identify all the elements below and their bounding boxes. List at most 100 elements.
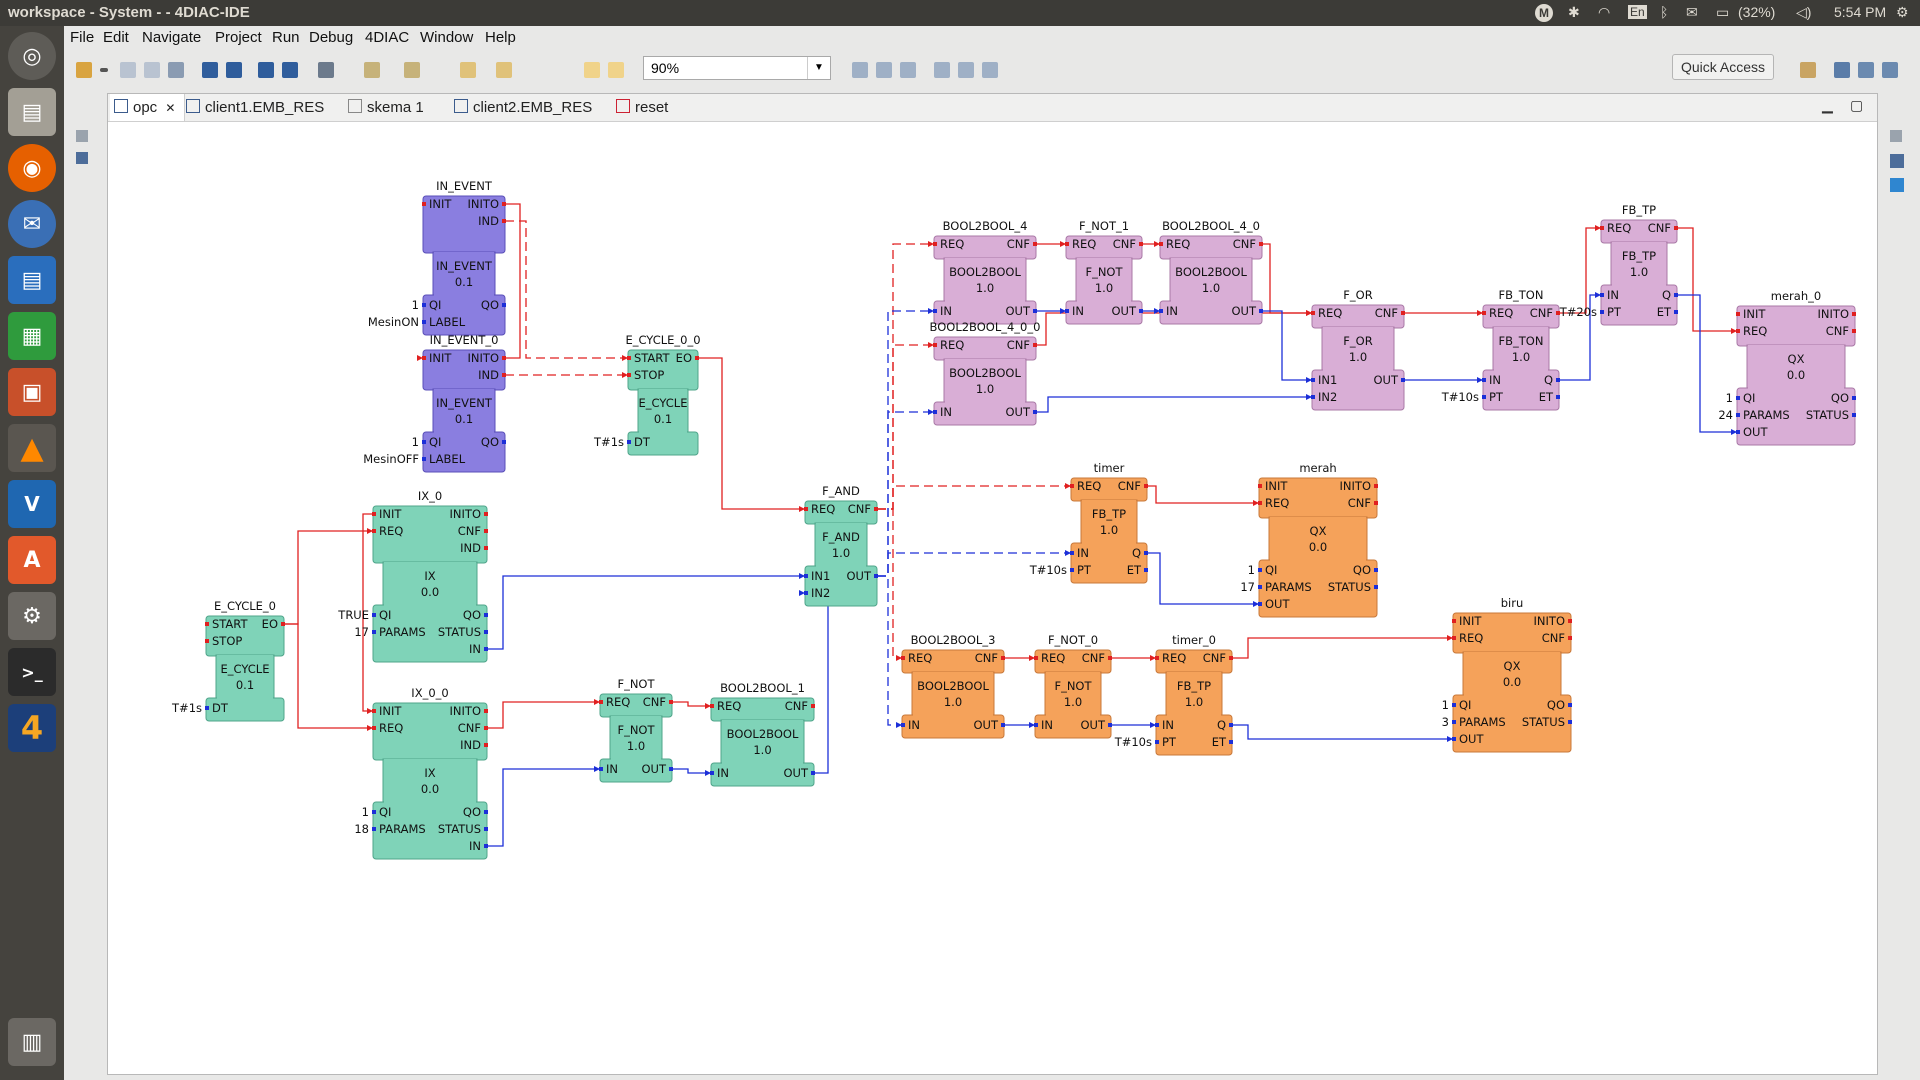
event-input-port[interactable] xyxy=(1065,242,1069,246)
data-input-port[interactable] xyxy=(372,827,376,831)
connection-wire[interactable] xyxy=(805,592,829,774)
undo-icon[interactable] xyxy=(584,62,600,78)
event-input-port[interactable] xyxy=(422,202,426,206)
event-input-port[interactable] xyxy=(599,700,603,704)
event-input-port[interactable] xyxy=(1600,226,1604,230)
event-output-port[interactable] xyxy=(1001,656,1005,660)
keyboard-layout-indicator[interactable]: En xyxy=(1628,5,1647,19)
event-output-port[interactable] xyxy=(484,726,488,730)
event-output-port[interactable] xyxy=(1108,656,1112,660)
new-icon[interactable] xyxy=(76,62,92,78)
back-icon[interactable] xyxy=(460,62,476,78)
event-input-port[interactable] xyxy=(901,656,905,660)
fb-merah-0[interactable]: merah_0QX0.0INITREQINITOCNFQI1PARAMS24OU… xyxy=(1718,289,1856,446)
connection-wire[interactable] xyxy=(1147,485,1259,504)
event-input-port[interactable] xyxy=(1155,656,1159,660)
mail-icon[interactable]: ✉ xyxy=(1686,4,1698,20)
align-center-icon[interactable] xyxy=(876,62,892,78)
connection-wire[interactable] xyxy=(877,310,934,577)
data-output-port[interactable] xyxy=(1259,309,1263,313)
event-input-port[interactable] xyxy=(933,343,937,347)
data-input-port[interactable] xyxy=(422,303,426,307)
event-output-port[interactable] xyxy=(1259,242,1263,246)
minimize-icon[interactable]: ▁ xyxy=(1822,98,1833,114)
event-output-port[interactable] xyxy=(502,202,506,206)
event-output-port[interactable] xyxy=(484,709,488,713)
data-output-port[interactable] xyxy=(484,613,488,617)
connection-wire[interactable] xyxy=(1677,294,1737,433)
data-output-port[interactable] xyxy=(1144,551,1148,555)
connection-wire[interactable] xyxy=(877,344,934,510)
event-input-port[interactable] xyxy=(710,704,714,708)
match-width-icon[interactable] xyxy=(958,62,974,78)
connection-wire[interactable] xyxy=(698,357,805,510)
data-output-port[interactable] xyxy=(1568,703,1572,707)
impress-icon[interactable]: ▣ xyxy=(8,368,56,416)
data-input-port[interactable] xyxy=(1311,395,1315,399)
connection-wire[interactable] xyxy=(877,243,934,510)
event-input-port[interactable] xyxy=(205,622,209,626)
vlc-icon[interactable]: ▲ xyxy=(8,424,56,472)
writer-icon[interactable]: ▤ xyxy=(8,256,56,304)
connection-wire[interactable] xyxy=(1262,310,1312,381)
data-input-port[interactable] xyxy=(422,457,426,461)
data-input-port[interactable] xyxy=(1258,602,1262,606)
chevron-down-icon[interactable]: ▼ xyxy=(807,57,830,79)
data-input-port[interactable] xyxy=(372,810,376,814)
calc-icon[interactable]: ▦ xyxy=(8,312,56,360)
open-perspective-icon[interactable] xyxy=(1800,62,1816,78)
data-output-port[interactable] xyxy=(1852,396,1856,400)
bluetooth-icon[interactable]: ᛒ xyxy=(1660,4,1669,20)
data-input-port[interactable] xyxy=(1736,430,1740,434)
search-icon[interactable] xyxy=(318,62,334,78)
event-output-port[interactable] xyxy=(502,373,506,377)
menu-edit[interactable]: Edit xyxy=(103,29,129,46)
data-input-port[interactable] xyxy=(1070,568,1074,572)
event-output-port[interactable] xyxy=(811,704,815,708)
close-icon[interactable]: ✕ xyxy=(165,101,176,115)
terminal-icon[interactable]: >_ xyxy=(8,648,56,696)
data-output-port[interactable] xyxy=(484,647,488,651)
event-output-port[interactable] xyxy=(1556,311,1560,315)
connection-wire[interactable] xyxy=(1232,724,1453,740)
menu-file[interactable]: File xyxy=(70,29,95,46)
data-input-port[interactable] xyxy=(933,309,937,313)
data-output-port[interactable] xyxy=(1033,309,1037,313)
event-input-port[interactable] xyxy=(804,507,808,511)
data-input-port[interactable] xyxy=(205,706,209,710)
event-output-port[interactable] xyxy=(502,356,506,360)
fb-ix-0-0[interactable]: IX_0_0IX0.0INITREQINITOCNFINDQI1PARAMS18… xyxy=(354,686,488,860)
connection-wire[interactable] xyxy=(672,701,711,707)
data-output-port[interactable] xyxy=(1568,720,1572,724)
connection-wire[interactable] xyxy=(877,575,902,726)
data-input-port[interactable] xyxy=(1482,378,1486,382)
data-input-port[interactable] xyxy=(1034,723,1038,727)
firefox-icon[interactable]: ◉ xyxy=(8,144,56,192)
event-input-port[interactable] xyxy=(422,356,426,360)
tab-opc[interactable]: opc ✕ xyxy=(110,94,185,121)
event-output-port[interactable] xyxy=(669,700,673,704)
data-input-port[interactable] xyxy=(1155,740,1159,744)
tab-skema-1[interactable]: skema 1 xyxy=(348,94,424,121)
event-input-port[interactable] xyxy=(1258,501,1262,505)
data-input-port[interactable] xyxy=(599,767,603,771)
event-output-port[interactable] xyxy=(484,546,488,550)
data-input-port[interactable] xyxy=(1311,378,1315,382)
connection-wire[interactable] xyxy=(1262,243,1312,314)
event-output-port[interactable] xyxy=(1033,343,1037,347)
data-input-port[interactable] xyxy=(1070,551,1074,555)
fb-ix-0[interactable]: IX_0IX0.0INITREQINITOCNFINDQITRUEPARAMS1… xyxy=(337,489,488,663)
connection-wire[interactable] xyxy=(877,485,1071,510)
event-input-port[interactable] xyxy=(1258,484,1262,488)
event-output-port[interactable] xyxy=(1401,311,1405,315)
